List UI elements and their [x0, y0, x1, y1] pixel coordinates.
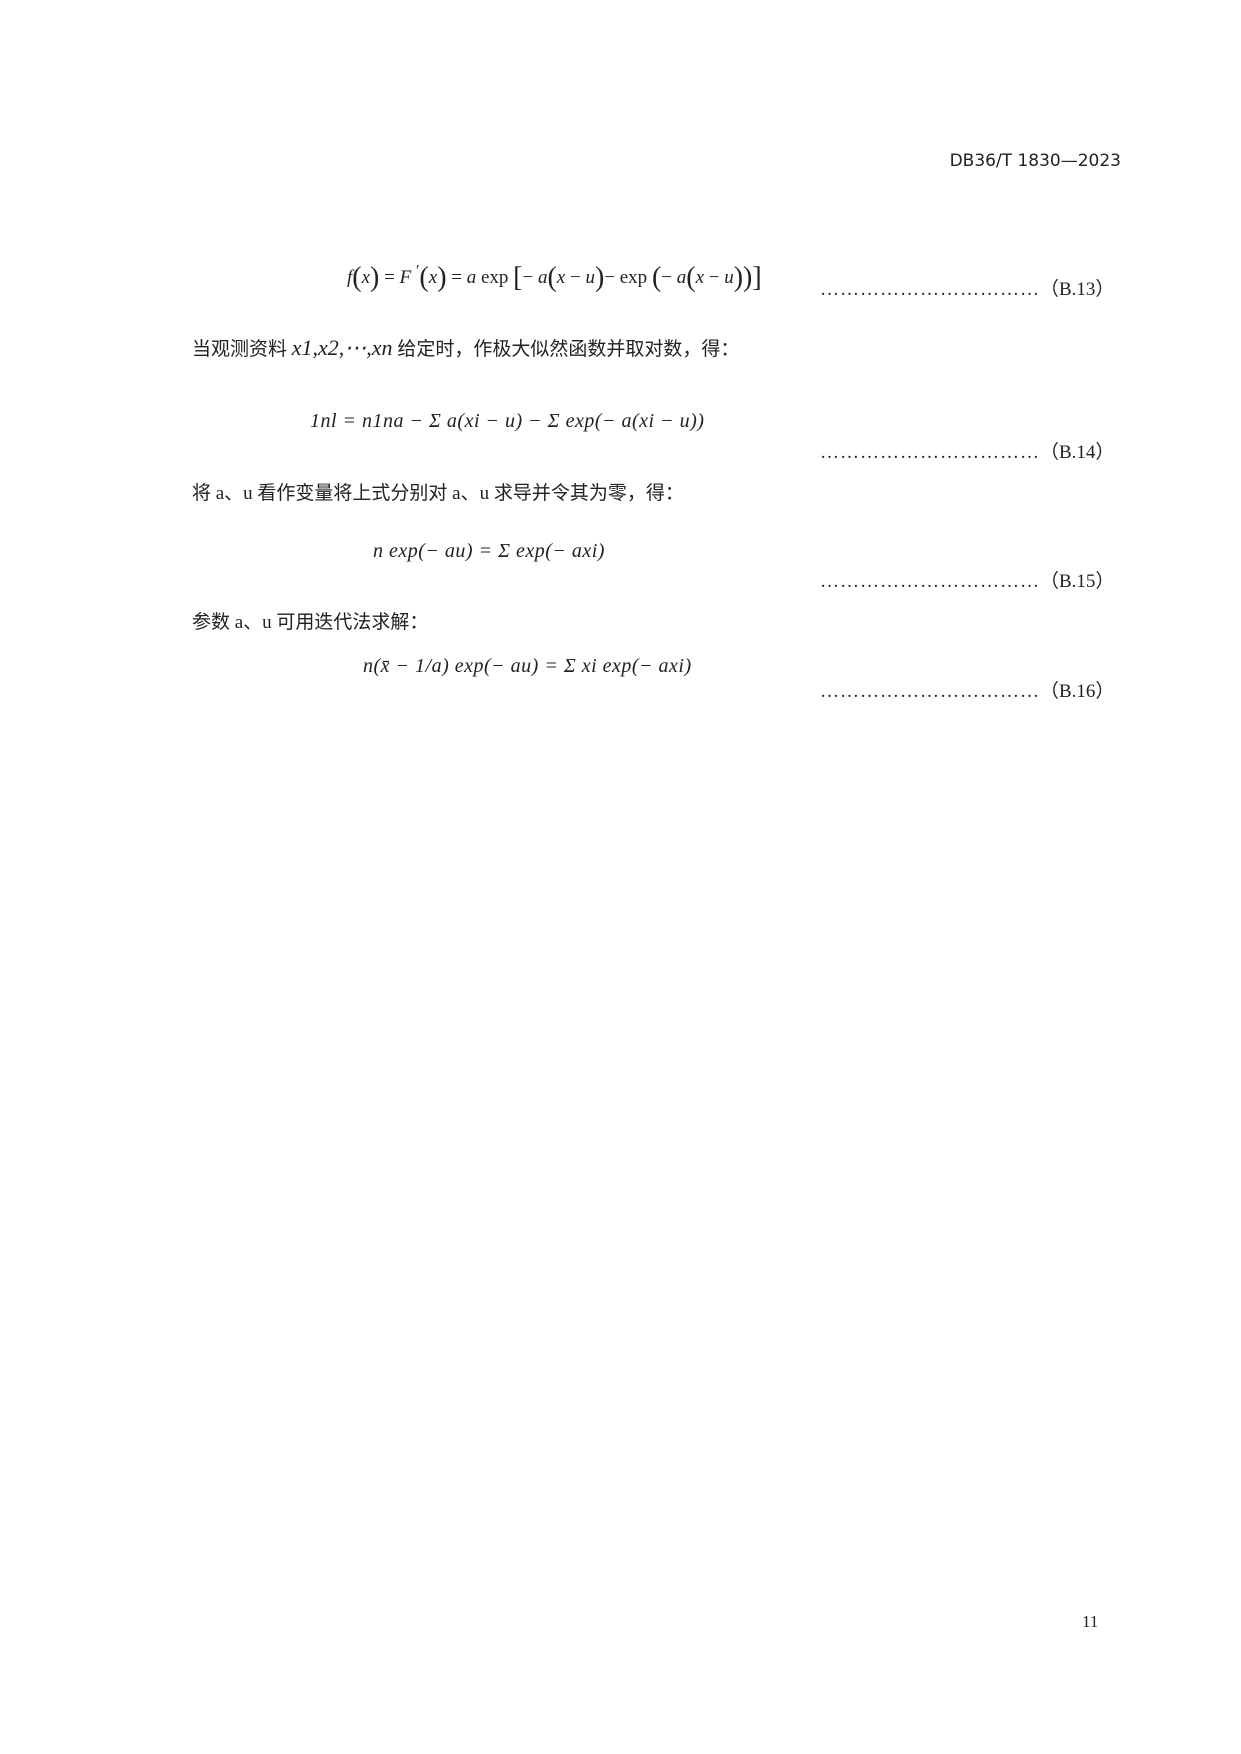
paragraph-derivative: 将 a、u 看作变量将上式分别对 a、u 求导并令其为零，得：	[192, 483, 684, 504]
equation-tag-b13: ……………………………（B.13）	[820, 279, 1115, 300]
paragraph-text: 给定时，作极大似然函数并取对数，得：	[397, 339, 740, 360]
standard-code-header: DB36/T 1830—2023	[949, 151, 1121, 171]
equation-tag-b16: ……………………………（B.16）	[820, 681, 1115, 702]
observation-variables: x1,x2,⋯,xn	[291, 335, 393, 360]
page-number: 11	[1082, 1612, 1099, 1631]
formula-b16: n(x̄ − 1/a) exp(− au) = Σ xi exp(− axi)	[363, 655, 692, 677]
formula-b14: 1nl = n1na − Σ a(xi − u) − Σ exp(− a(xi …	[310, 410, 705, 432]
equation-tag-b14: ……………………………（B.14）	[820, 442, 1115, 463]
equation-tag-b15: ……………………………（B.15）	[820, 571, 1115, 592]
paragraph-iteration: 参数 a、u 可用迭代法求解：	[192, 612, 429, 633]
formula-b13: f(x) = F ′(x) = a exp [− a(x − u)− exp (…	[347, 262, 762, 293]
paragraph-text: 当观测资料	[192, 339, 288, 360]
formula-b15: n exp(− au) = Σ exp(− axi)	[373, 540, 605, 562]
paragraph-observation: 当观测资料 x1,x2,⋯,xn 给定时，作极大似然函数并取对数，得：	[192, 334, 739, 361]
